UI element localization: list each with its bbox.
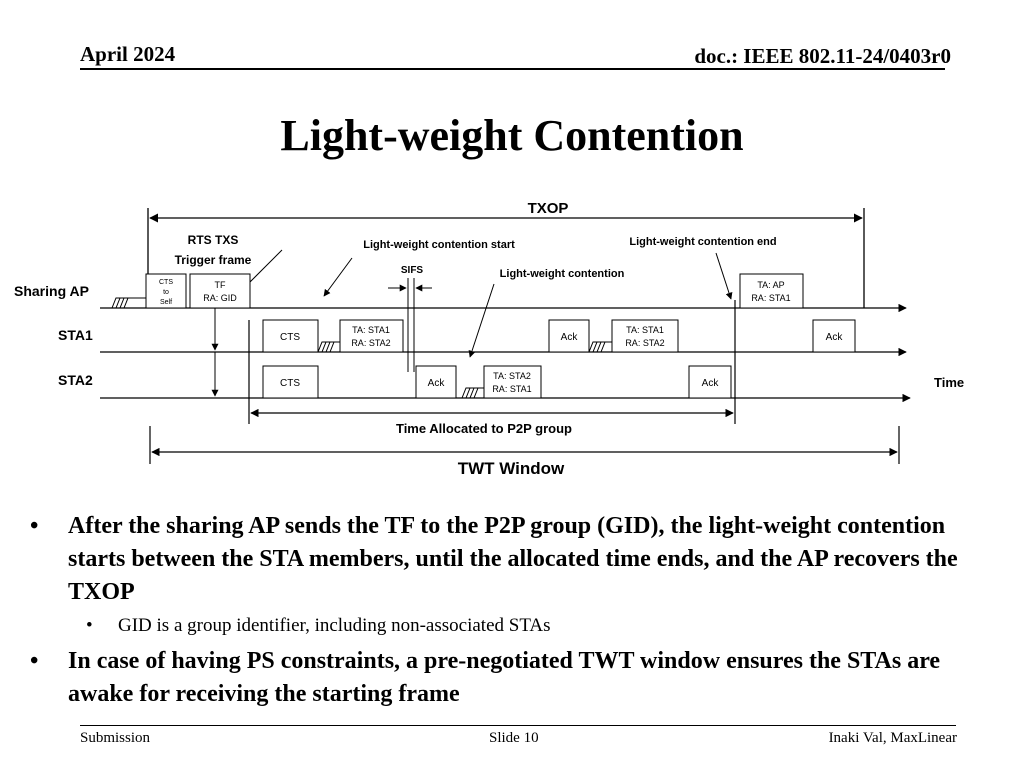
- lw-end-pointer: [715, 252, 733, 300]
- svg-text:RA: STA1: RA: STA1: [492, 384, 531, 394]
- frame-tf-ra-gid: TF RA: GID: [189, 273, 251, 309]
- frame-cts-to-self: CTS to Self: [145, 273, 187, 309]
- frame-sta1-cts: CTS: [262, 319, 319, 353]
- lw-contention-label: Light-weight contention: [500, 268, 625, 280]
- svg-text:Ack: Ack: [561, 332, 579, 343]
- backoff-slots-ap: [111, 297, 146, 309]
- svg-text:to: to: [163, 289, 169, 296]
- txop-label: TXOP: [528, 200, 569, 217]
- svg-text:TA: STA2: TA: STA2: [493, 371, 531, 381]
- svg-text:RA: STA2: RA: STA2: [625, 338, 664, 348]
- lw-end-label: Light-weight contention end: [629, 236, 776, 248]
- svg-text:TA: STA1: TA: STA1: [626, 325, 664, 335]
- svg-text:Ack: Ack: [826, 332, 844, 343]
- header-divider: [80, 68, 945, 70]
- row-label-sta2: STA2: [58, 372, 93, 388]
- footer-slide-number: Slide 10: [489, 730, 539, 746]
- frame-sta1-data-to-sta2: TA: STA1 RA: STA2: [339, 319, 404, 353]
- slide-title: Light-weight Contention: [280, 111, 744, 160]
- footer-submission: Submission: [80, 730, 151, 746]
- svg-text:CTS: CTS: [159, 279, 173, 286]
- frame-sta2-cts: CTS: [262, 365, 319, 399]
- bullet-glyph: •: [30, 648, 39, 674]
- bullet-item: • After the sharing AP sends the TF to t…: [28, 510, 988, 609]
- svg-text:Ack: Ack: [428, 378, 446, 389]
- row-label-sharing-ap: Sharing AP: [14, 283, 89, 299]
- lw-start-label: Light-weight contention start: [363, 239, 515, 251]
- svg-text:RA: STA2: RA: STA2: [351, 338, 390, 348]
- lw-contention-pointer: [468, 283, 495, 358]
- footer-author: Inaki Val, MaxLinear: [828, 730, 957, 746]
- rts-txs-label: RTS TXS: [188, 233, 239, 247]
- svg-text:Self: Self: [160, 299, 172, 306]
- sub-bullet-item: • GID is a group identifier, including n…: [28, 613, 988, 639]
- time-allocated-label: Time Allocated to P2P group: [396, 421, 572, 436]
- bullet-text: In case of having PS constraints, a pre-…: [68, 648, 941, 707]
- frame-sta1-data2-to-sta2: TA: STA1 RA: STA2: [611, 319, 679, 353]
- header-date: April 2024: [80, 42, 176, 66]
- svg-text:TA: STA1: TA: STA1: [352, 325, 390, 335]
- frame-sta1-ack: Ack: [548, 319, 590, 353]
- svg-text:RA: GID: RA: GID: [203, 293, 237, 303]
- svg-text:Ack: Ack: [702, 378, 720, 389]
- sub-bullet-text: GID is a group identifier, including non…: [118, 615, 551, 636]
- bullet-item: • In case of having PS constraints, a pr…: [28, 645, 988, 711]
- frame-sta2-data-to-sta1: TA: STA2 RA: STA1: [483, 365, 542, 399]
- frame-sta2-ack: Ack: [415, 365, 457, 399]
- backoff-slots-sta2: [461, 387, 484, 399]
- header-doc-id: doc.: IEEE 802.11-24/0403r0: [694, 44, 951, 68]
- frame-sta2-ack-2: Ack: [688, 365, 732, 399]
- trigger-frame-label: Trigger frame: [175, 253, 252, 267]
- svg-text:TF: TF: [215, 280, 226, 290]
- svg-text:RA: STA1: RA: STA1: [751, 293, 790, 303]
- time-axis-label: Time: [934, 375, 964, 390]
- frame-ap-to-sta1: TA: AP RA: STA1: [739, 273, 804, 309]
- twt-window-label: TWT Window: [458, 459, 565, 478]
- bullet-glyph: •: [86, 615, 93, 636]
- backoff-slots-sta1-b: [588, 341, 612, 353]
- bullet-list: • After the sharing AP sends the TF to t…: [28, 510, 988, 711]
- bullet-glyph: •: [30, 513, 39, 539]
- timing-diagram: TXOP RTS TXS Trigger frame Light-weight …: [14, 200, 964, 478]
- sifs-label: SIFS: [401, 265, 424, 276]
- footer-divider: [80, 725, 956, 726]
- svg-text:CTS: CTS: [280, 332, 300, 343]
- lw-start-pointer: [323, 257, 353, 297]
- row-label-sta1: STA1: [58, 327, 93, 343]
- frame-sta1-ack-final: Ack: [812, 319, 856, 353]
- svg-text:TA: AP: TA: AP: [757, 280, 784, 290]
- bullet-text: After the sharing AP sends the TF to the…: [68, 513, 958, 605]
- svg-text:CTS: CTS: [280, 378, 300, 389]
- backoff-slots-sta1-a: [317, 341, 340, 353]
